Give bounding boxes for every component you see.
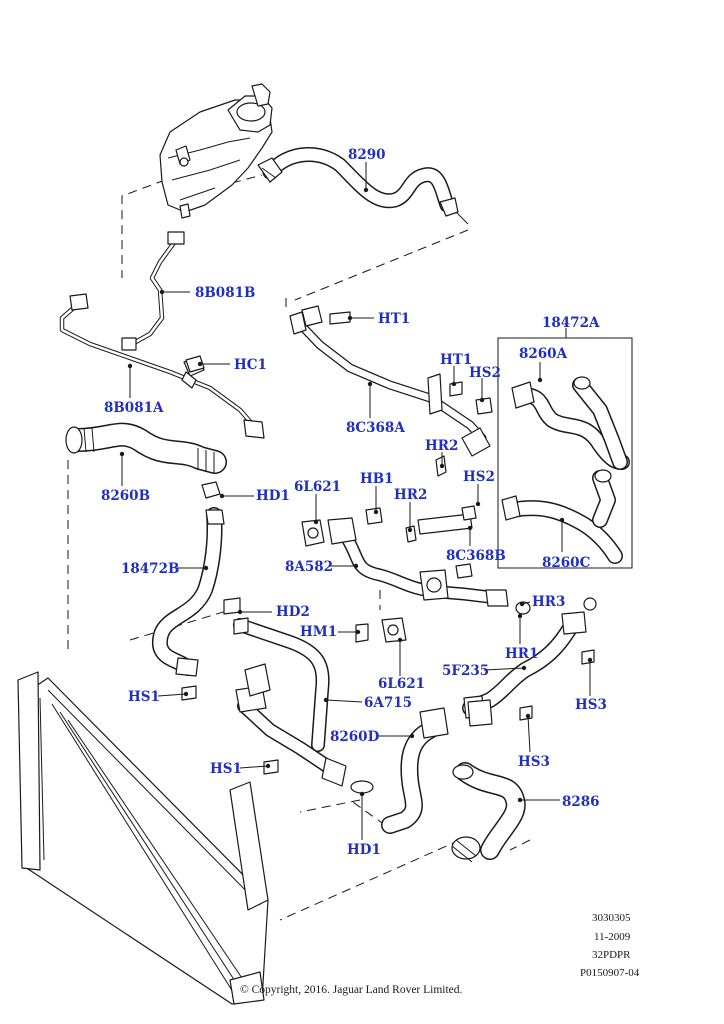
- callout-labels: 8290 8B081B HT1 18472A HC1 8260A HT1 HS2…: [101, 147, 607, 858]
- label-8260d: 8260D: [330, 729, 380, 745]
- label-hr1: HR1: [505, 646, 538, 662]
- label-hd1-lower: HD1: [347, 842, 381, 858]
- label-5f235: 5F235: [442, 663, 489, 679]
- label-8b081b: 8B081B: [195, 285, 255, 301]
- box-18472a: [497, 328, 633, 569]
- ref-line-1: 3030305: [592, 912, 631, 924]
- label-6a715: 6A715: [364, 695, 412, 711]
- hose-8290: [257, 147, 469, 225]
- label-hd2: HD2: [276, 604, 310, 620]
- label-hs1-lower: HS1: [210, 761, 242, 777]
- pipe-8c368a: [289, 305, 491, 457]
- hose-8286: [451, 762, 526, 863]
- pipe-8a582: [301, 517, 509, 643]
- label-8260b: 8260B: [101, 488, 150, 504]
- hose-8260d: [381, 699, 493, 834]
- label-8286: 8286: [562, 794, 600, 810]
- label-hs3-right: HS3: [575, 697, 607, 713]
- label-hm1: HM1: [300, 624, 337, 640]
- label-ht1-lower: HT1: [440, 352, 472, 368]
- label-18472b: 18472B: [121, 561, 179, 577]
- label-hr2-lower: HR2: [394, 487, 427, 503]
- label-8290: 8290: [348, 147, 386, 163]
- label-hb1: HB1: [360, 471, 394, 487]
- radiator: [17, 671, 269, 1005]
- label-hc1: HC1: [234, 357, 267, 373]
- label-hs2-lower: HS2: [463, 469, 495, 485]
- label-ht1-upper: HT1: [378, 311, 410, 327]
- leader-lines: [119, 162, 593, 840]
- label-hr3: HR3: [532, 594, 565, 610]
- ref-line-2: 11-2009: [594, 931, 631, 943]
- label-8c368b: 8C368B: [446, 548, 506, 564]
- ref-line-4: P0150907-04: [580, 967, 640, 979]
- hose-8260b: [65, 422, 227, 474]
- label-hd1-upper: HD1: [256, 488, 290, 504]
- label-8a582: 8A582: [285, 559, 333, 575]
- hose-18472b: [152, 481, 225, 677]
- hose-6a715: [233, 617, 330, 752]
- label-hs2-upper: HS2: [469, 365, 501, 381]
- label-hr2-upper: HR2: [425, 438, 458, 454]
- label-8c368a: 8C368A: [346, 420, 405, 436]
- label-8b081a: 8B081A: [104, 400, 164, 416]
- label-6l621-lower: 6L621: [378, 676, 425, 692]
- copyright-notice: © Copyright, 2016. Jaguar Land Rover Lim…: [240, 984, 463, 996]
- label-6l621-upper: 6L621: [294, 479, 341, 495]
- label-hs1-upper: HS1: [128, 689, 160, 705]
- ref-line-3: 32PDPR: [592, 949, 631, 961]
- expansion-tank: [159, 83, 273, 219]
- label-18472a: 18472A: [542, 315, 600, 331]
- thermostat-housing: [235, 663, 374, 794]
- label-hs3-lower: HS3: [518, 754, 550, 770]
- label-8260a: 8260A: [519, 346, 568, 362]
- label-8260c: 8260C: [542, 555, 591, 571]
- wiring-harness: [59, 231, 265, 439]
- reference-block: 3030305 11-2009 32PDPR P0150907-04: [580, 912, 640, 979]
